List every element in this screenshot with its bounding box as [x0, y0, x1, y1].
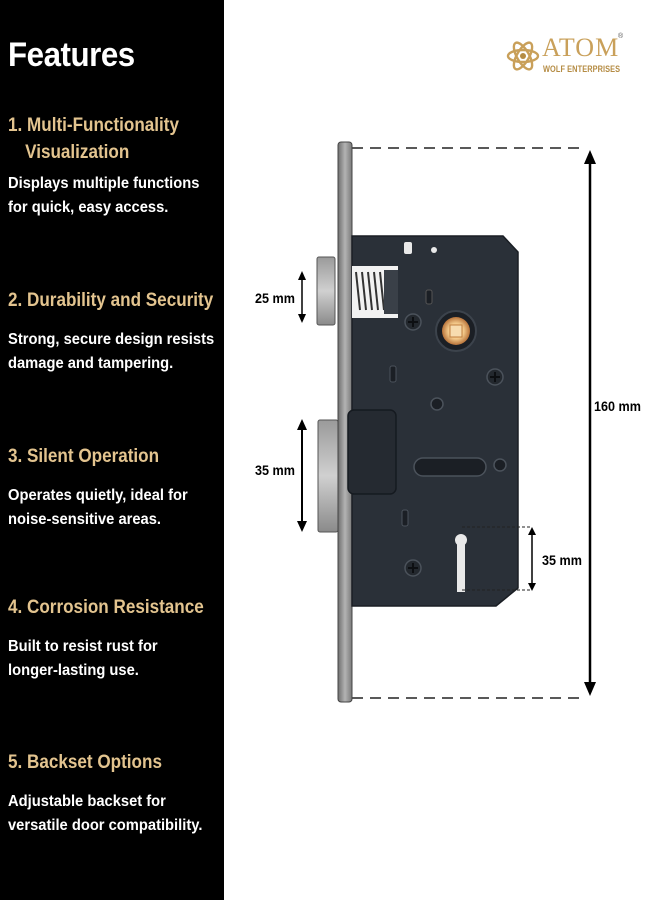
feature-description: Adjustable backset for versatile door co… — [8, 793, 203, 834]
feature-item-backset-options: 5. Backset Options Adjustable backset fo… — [8, 749, 222, 838]
latch-bolt — [316, 256, 336, 326]
features-title: Features — [8, 36, 135, 74]
deadbolt — [317, 419, 339, 533]
registered-mark: ® — [618, 33, 624, 40]
slot-opening — [413, 457, 487, 477]
feature-heading: 2. Durability and Security — [8, 290, 214, 311]
feature-item-durability: 2. Durability and Security Strong, secur… — [8, 287, 222, 376]
logo-subtitle: WOLF ENTERPRISES — [543, 64, 621, 74]
keyhole — [455, 534, 467, 592]
feature-item-multi-functionality: 1. Multi-Functionality Visualization Dis… — [8, 112, 222, 220]
screws — [404, 313, 504, 577]
feature-description: Operates quietly, ideal for noise-sensit… — [8, 487, 188, 528]
feature-heading: 4. Corrosion Resistance — [8, 597, 204, 618]
logo-name: ATOM — [542, 33, 620, 62]
feature-description: Built to resist rust for longer-lasting … — [8, 638, 158, 679]
atom-icon — [506, 41, 540, 71]
keyhole-offset-label: 35 mm — [542, 552, 582, 568]
feature-item-corrosion-resistance: 4. Corrosion Resistance Built to resist … — [8, 594, 222, 683]
feature-description: Strong, secure design resists damage and… — [8, 331, 215, 372]
feature-heading: 3. Silent Operation — [8, 446, 160, 467]
mortise-lock-illustration — [297, 141, 596, 703]
feature-description: Displays multiple functions for quick, e… — [8, 175, 200, 216]
total-height-label: 160 mm — [594, 398, 641, 414]
feature-heading: 5. Backset Options — [8, 752, 162, 773]
deadbolt-height-label: 35 mm — [255, 462, 295, 478]
features-panel: Features 1. Multi-Functionality Visualiz… — [0, 0, 224, 900]
brand-logo: ATOM ® WOLF ENTERPRISES — [506, 33, 626, 79]
feature-item-silent-operation: 3. Silent Operation Operates quietly, id… — [8, 443, 222, 532]
latch-height-label: 25 mm — [255, 290, 295, 306]
feature-heading: 1. Multi-Functionality Visualization — [8, 115, 179, 163]
